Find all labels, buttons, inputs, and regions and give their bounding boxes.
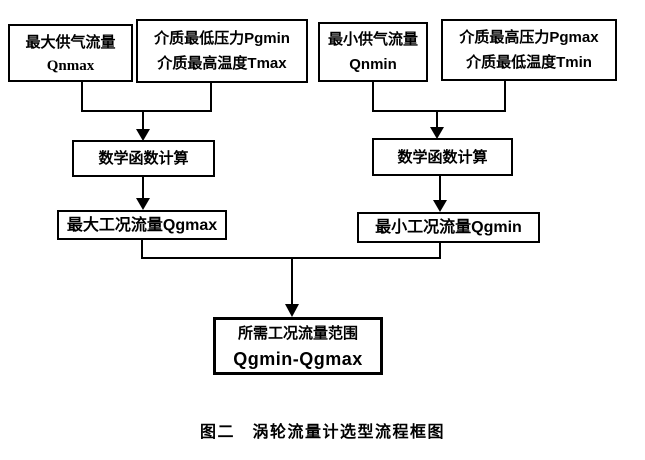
connector-right-merge bbox=[372, 81, 506, 129]
node-max-temp-line: 介质最高温度Tmax bbox=[157, 55, 287, 72]
node-min-supply-flow-symbol: Qnmin bbox=[349, 56, 397, 73]
node-max-operating-flow: 最大工况流量Qgmax bbox=[57, 210, 227, 240]
node-required-flow-range-value: Qgmin-Qgmax bbox=[233, 348, 363, 369]
node-math-calc-right: 数学函数计算 bbox=[372, 138, 513, 176]
node-math-calc-left: 数学函数计算 bbox=[72, 140, 215, 177]
arrowhead-left-calc bbox=[136, 129, 150, 141]
node-max-supply-flow: 最大供气流量 Qnmax bbox=[8, 24, 133, 82]
node-min-pressure-line: 介质最低压力Pgmin bbox=[154, 30, 290, 47]
node-min-operating-flow-label: 最小工况流量Qgmin bbox=[375, 219, 522, 236]
node-max-supply-flow-label: 最大供气流量 bbox=[25, 33, 116, 51]
connector-bottom-merge bbox=[141, 240, 441, 306]
node-min-temp-line: 介质最低温度Tmin bbox=[466, 54, 592, 71]
node-min-pressure-max-temp: 介质最低压力Pgmin 介质最高温度Tmax bbox=[136, 19, 308, 83]
arrowhead-result bbox=[285, 304, 299, 317]
arrowhead-left-qgmax bbox=[136, 198, 150, 210]
node-max-operating-flow-label: 最大工况流量Qgmax bbox=[66, 216, 218, 234]
node-min-supply-flow: 最小供气流量 Qnmin bbox=[318, 22, 428, 82]
figure-caption: 图二 涡轮流量计选型流程框图 bbox=[199, 424, 445, 441]
arrowhead-right-calc bbox=[430, 127, 444, 139]
node-required-flow-range-label: 所需工况流量范围 bbox=[237, 324, 358, 342]
node-required-flow-range: 所需工况流量范围 Qgmin-Qgmax bbox=[213, 317, 383, 375]
connector-left-merge bbox=[81, 82, 212, 131]
node-math-calc-right-label: 数学函数计算 bbox=[397, 148, 488, 166]
node-max-supply-flow-symbol: Qnmax bbox=[46, 57, 95, 74]
node-max-pressure-min-temp: 介质最高压力Pgmax 介质最低温度Tmin bbox=[441, 19, 617, 81]
node-min-supply-flow-label: 最小供气流量 bbox=[327, 31, 418, 48]
arrowhead-right-qgmin bbox=[433, 200, 447, 212]
node-min-operating-flow: 最小工况流量Qgmin bbox=[357, 212, 540, 243]
node-math-calc-left-label: 数学函数计算 bbox=[98, 150, 189, 167]
node-max-pressure-line: 介质最高压力Pgmax bbox=[459, 29, 599, 46]
